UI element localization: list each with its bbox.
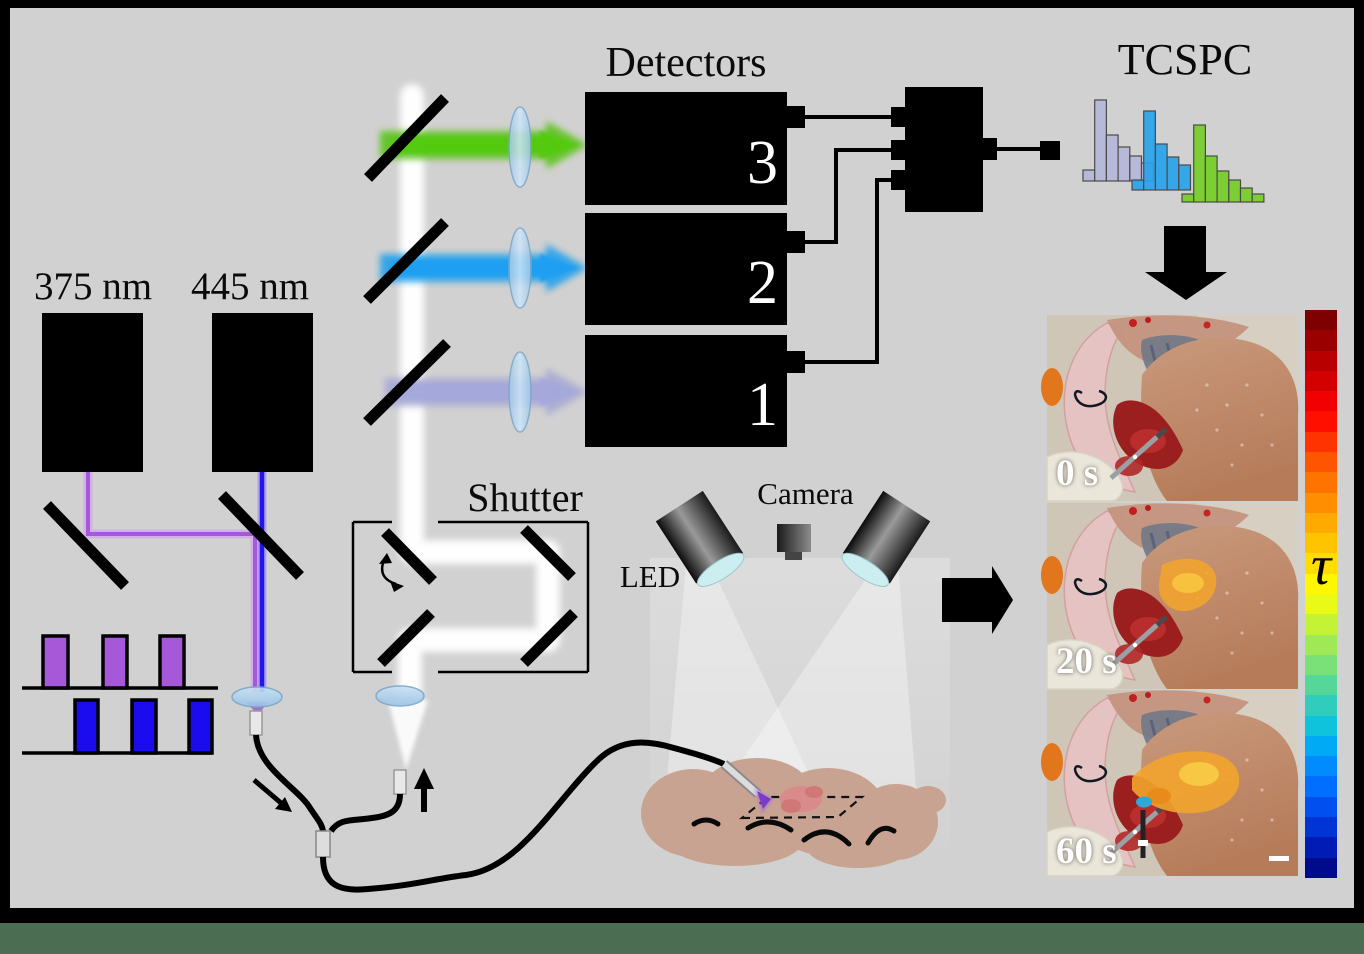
- collimating-lens-3: [508, 106, 532, 188]
- scale-bar: [1269, 856, 1289, 861]
- shutter-flip-mirror: [381, 528, 437, 585]
- photo-frame-20s: [1041, 503, 1298, 689]
- laser-445-label: 445 nm: [190, 265, 310, 308]
- lifetime-overlay-20s: [1158, 558, 1217, 612]
- tissue-fold-marks: [691, 817, 897, 847]
- colorbar-band: [1305, 695, 1337, 716]
- detector-3-box: [585, 92, 787, 205]
- detector-1-number: 1: [747, 371, 778, 439]
- white-collection-beam: [388, 84, 560, 770]
- colorbar-band: [1305, 593, 1337, 615]
- laser-375-box: [42, 313, 143, 472]
- colorbar-band: [1305, 837, 1337, 858]
- tau-symbol: τ: [1310, 535, 1332, 597]
- camera-label: Camera: [757, 476, 854, 511]
- colorbar-band: [1305, 675, 1337, 696]
- shutter-mirror-bottom-right: [520, 609, 578, 667]
- excitation-coupling-lens: [231, 686, 283, 708]
- output-connector-box: [1040, 141, 1060, 160]
- shutter-mirror-bottom-left: [377, 609, 435, 667]
- tcspc-title: TCSPC: [1117, 35, 1253, 84]
- shutter-box: [351, 520, 590, 674]
- colorbar-band: [1305, 533, 1337, 554]
- colorbar-band: [1305, 715, 1337, 736]
- detection-dichroic-1: [363, 339, 451, 426]
- detectors-title: Detectors: [605, 40, 767, 86]
- colorbar-band: [1305, 776, 1337, 797]
- lesion-spot: [780, 786, 823, 813]
- colorbar-band: [1305, 411, 1337, 432]
- colorbar-band: [1305, 735, 1337, 757]
- collimating-lens-1: [508, 351, 532, 433]
- lifetime-colorbar: [1305, 310, 1337, 878]
- colorbar-band: [1305, 350, 1337, 371]
- light-direction-arrow-up: [414, 768, 434, 812]
- fiber-connector-excitation: [249, 710, 263, 736]
- probe-ferrule: [722, 761, 760, 797]
- colorbar-band: [1305, 857, 1337, 878]
- probe-light-cone: [757, 791, 771, 809]
- frame-time-0s: 0 s: [1056, 453, 1099, 494]
- laser-pulse-trains: [22, 634, 218, 755]
- fiber-branch-excitation: [253, 734, 326, 832]
- detector-1-box: [585, 335, 787, 447]
- frame-time-20s: 20 s: [1056, 641, 1117, 682]
- laser-445-box: [212, 313, 313, 472]
- shutter-label: Shutter: [467, 475, 583, 520]
- colorbar-band: [1305, 431, 1337, 452]
- camera-body: [777, 524, 811, 560]
- detector-boxes: [585, 92, 805, 447]
- colorbar-band: [1305, 330, 1337, 351]
- colorbar-band: [1305, 451, 1337, 473]
- led-left: [655, 490, 745, 587]
- colorbar-band: [1305, 492, 1337, 513]
- shutter-mirror-top-right: [520, 525, 576, 581]
- fiber-common-branch: [320, 739, 726, 893]
- combining-dichroic-mirror: [218, 491, 304, 580]
- frame-time-60s: 60 s: [1056, 831, 1117, 872]
- steering-mirror-375: [43, 501, 129, 590]
- tcspc-module: [891, 87, 1060, 212]
- colorbar-band: [1305, 391, 1337, 412]
- tissue-sample: [641, 758, 946, 868]
- colorbar-band: [1305, 310, 1337, 331]
- detection-dichroic-2: [363, 218, 449, 304]
- fiber-assembly: [249, 710, 726, 893]
- colorbar-band: [1305, 634, 1337, 655]
- colorbar-band: [1305, 796, 1337, 818]
- colorbar-band: [1305, 654, 1337, 676]
- collection-coupling-lens: [375, 685, 425, 707]
- fiber-branch-collection: [328, 793, 403, 833]
- lifetime-overlay-60s: [1132, 751, 1240, 858]
- colorbar-band: [1305, 370, 1337, 392]
- colorbar-band: [1305, 553, 1337, 574]
- colorbar-band: [1305, 756, 1337, 777]
- light-direction-arrow-down: [252, 778, 292, 812]
- fiber-connector-collection: [393, 769, 407, 795]
- detector-signal-wires: [805, 115, 1040, 364]
- emission-beam-lavender: [385, 368, 588, 416]
- tcspc-histograms: [1082, 99, 1265, 203]
- detector-3-number: 3: [747, 129, 778, 197]
- led-label: LED: [619, 559, 681, 594]
- colorbar-band: [1305, 817, 1337, 838]
- detector-2-number: 2: [747, 249, 778, 317]
- fiber-splitter-sleeve: [315, 830, 331, 858]
- flip-mirror-rotation-arrow: [379, 553, 404, 592]
- photo-frame-60s: [1041, 690, 1298, 876]
- colorbar-band: [1305, 614, 1337, 635]
- colorbar-band: [1305, 472, 1337, 493]
- right-arrow: [942, 566, 1013, 634]
- down-arrow: [1145, 226, 1227, 300]
- detector-2-box: [585, 213, 787, 325]
- colorbar-band: [1305, 512, 1337, 534]
- led-right: [841, 490, 931, 587]
- detection-dichroic-3: [364, 94, 449, 182]
- colorbar-band: [1305, 573, 1337, 594]
- laser-375-label: 375 nm: [33, 265, 153, 308]
- measurement-region-outline: [738, 795, 866, 820]
- collimating-lens-2: [508, 227, 532, 309]
- laser-beam-375: [83, 472, 260, 692]
